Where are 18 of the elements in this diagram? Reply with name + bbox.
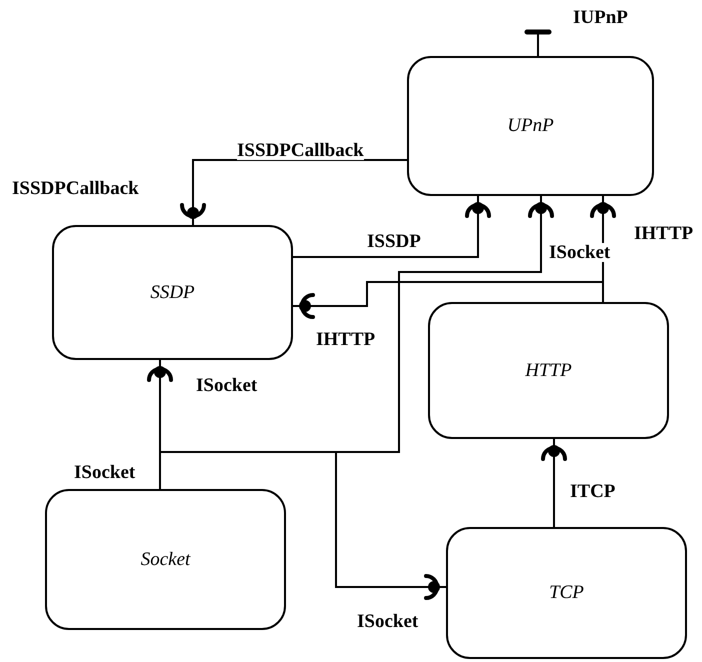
component-box: [52, 225, 293, 360]
component-box: [428, 302, 669, 439]
interface-connector: [293, 196, 491, 258]
component-name: SSDP: [150, 282, 195, 304]
component-name: UPnP: [507, 115, 554, 137]
component-name: HTTP: [525, 360, 572, 382]
provided-interface-lollipop: [524, 30, 552, 56]
component-box: [407, 56, 654, 196]
component-name: TCP: [549, 582, 584, 604]
interface-connector: [293, 281, 604, 319]
component-box: [45, 489, 286, 630]
interface-label: ISocket: [549, 243, 610, 262]
interface-connector: [541, 439, 567, 527]
interface-label: ISSDPCallback: [237, 141, 364, 160]
interface-connector: [180, 159, 407, 225]
component-box: [446, 527, 687, 659]
interface-connector: [159, 451, 446, 600]
component-name: Socket: [140, 548, 190, 570]
